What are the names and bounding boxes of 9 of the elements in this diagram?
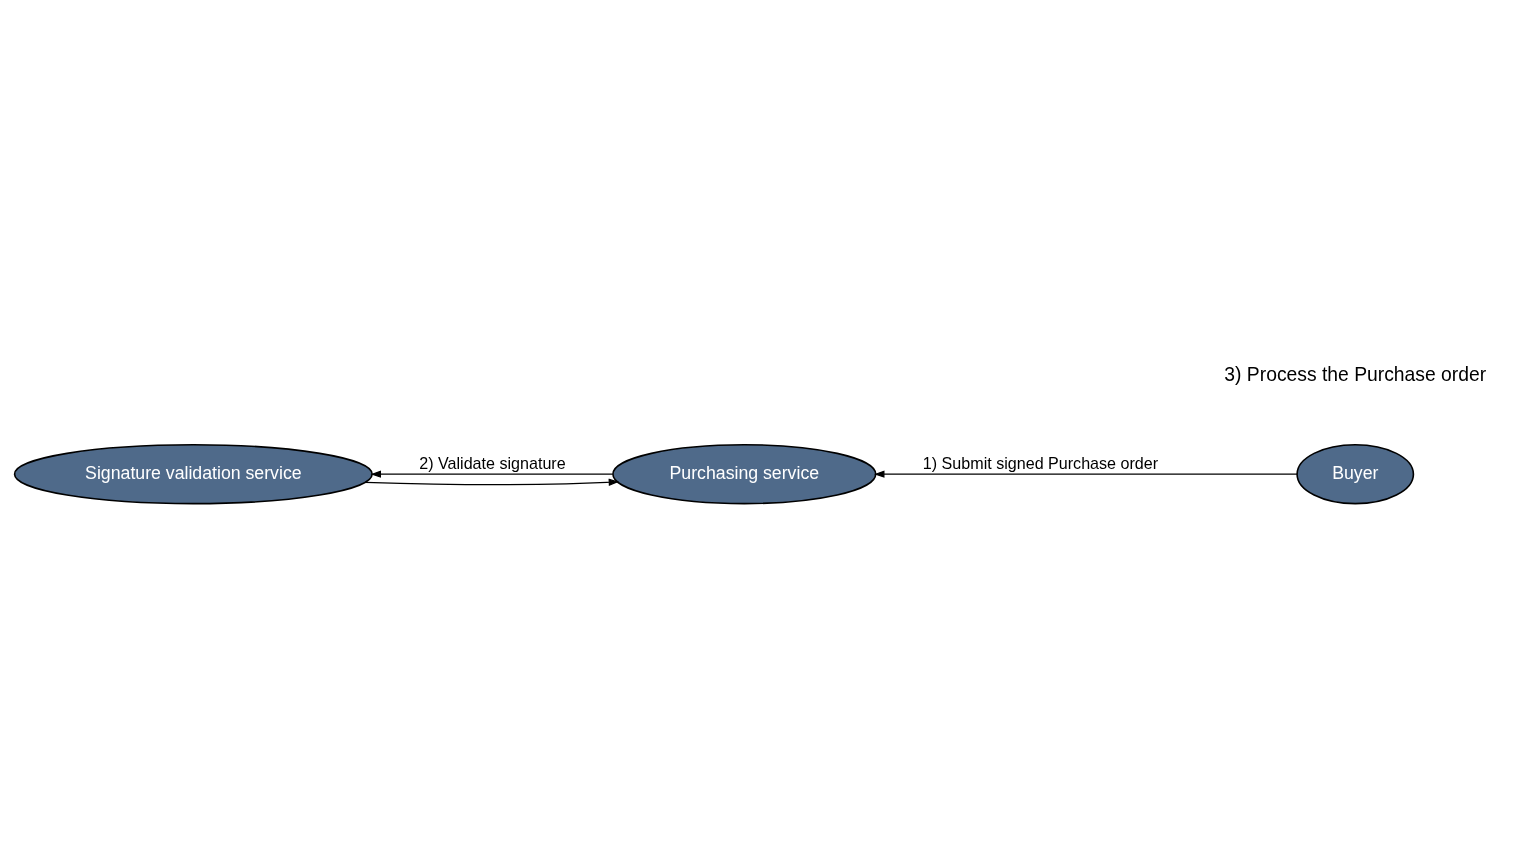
edge-label: 1) Submit signed Purchase order bbox=[922, 454, 1159, 473]
label: 3) Process the Purchase order bbox=[1224, 363, 1487, 385]
arrow bbox=[370, 470, 614, 478]
node-ellipse: Signature validation service bbox=[13, 443, 373, 505]
edge-label: 2) Validate signature bbox=[419, 454, 566, 473]
node-ellipse: Buyer bbox=[1296, 443, 1415, 505]
arrow bbox=[364, 478, 620, 486]
node-ellipse: Purchasing service bbox=[612, 443, 877, 505]
arrow bbox=[874, 470, 1298, 478]
